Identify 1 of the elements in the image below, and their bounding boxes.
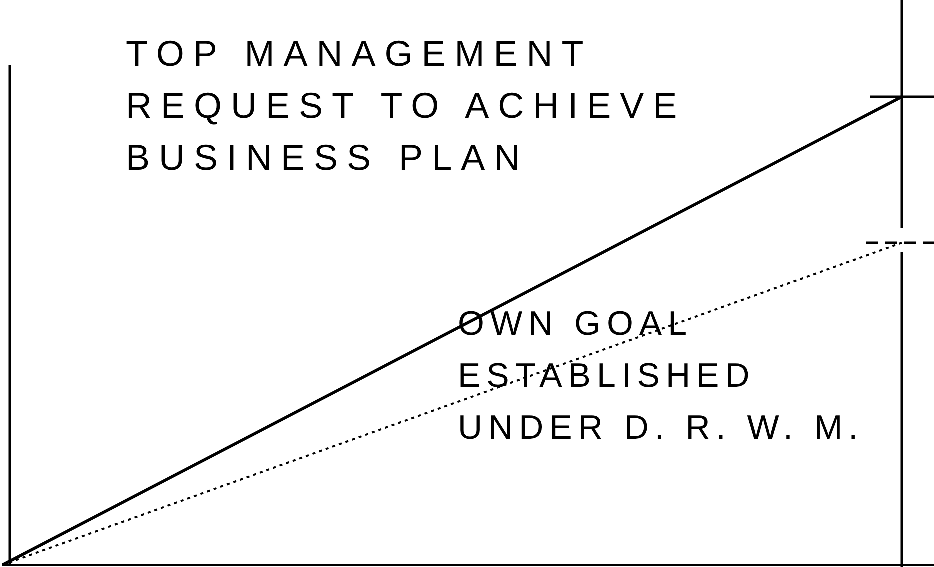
annotation-text: TOP MANAGEMENT REQUEST TO ACHIEVE BUSINESS PLAN (126, 32, 688, 180)
